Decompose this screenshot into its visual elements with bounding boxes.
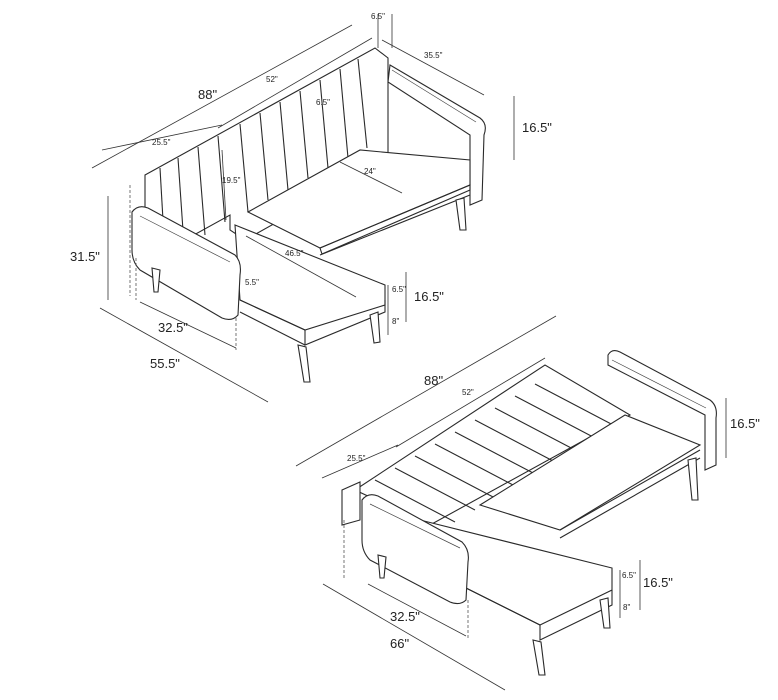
- label-seat-height: 16.5": [414, 289, 444, 304]
- label-depth: 35.5": [424, 51, 443, 60]
- label-chaise-arm-width: 5.5": [245, 278, 259, 287]
- label-bed-chaise-arm-length: 32.5": [390, 609, 420, 624]
- label-chaise-back-width: 25.5": [152, 138, 171, 147]
- label-cushion-height: 6.5": [392, 285, 406, 294]
- label-seat-depth: 24": [364, 167, 376, 176]
- label-leg-height: 8": [392, 317, 400, 326]
- label-overall-height: 31.5": [70, 249, 100, 264]
- sofa-bed-drawing: [295, 315, 727, 691]
- label-overall-width: 88": [198, 87, 218, 102]
- sofa-upright-drawing: [91, 14, 515, 403]
- label-back-height-inner: 19.5": [222, 176, 241, 185]
- label-chaise-depth: 55.5": [150, 356, 180, 371]
- label-bed-arm-height: 16.5": [730, 416, 760, 431]
- label-bed-leg-height: 8": [623, 603, 631, 612]
- label-channel-width: 6.5": [316, 98, 330, 107]
- label-bed-chaise-back-width: 25.5": [347, 454, 366, 463]
- label-bed-length: 66": [390, 636, 410, 651]
- label-chaise-arm-length: 32.5": [158, 320, 188, 335]
- label-bed-overall-width: 88": [424, 373, 444, 388]
- label-bed-sofa-back-width: 52": [462, 388, 474, 397]
- label-arm-height: 16.5": [522, 120, 552, 135]
- label-bed-cushion-height: 6.5": [622, 571, 636, 580]
- label-sofa-back-width: 52": [266, 75, 278, 84]
- label-chaise-seat-length: 46.5": [285, 249, 304, 258]
- label-arm-thickness-top: 6.5": [371, 12, 385, 21]
- label-bed-seat-height: 16.5": [643, 575, 673, 590]
